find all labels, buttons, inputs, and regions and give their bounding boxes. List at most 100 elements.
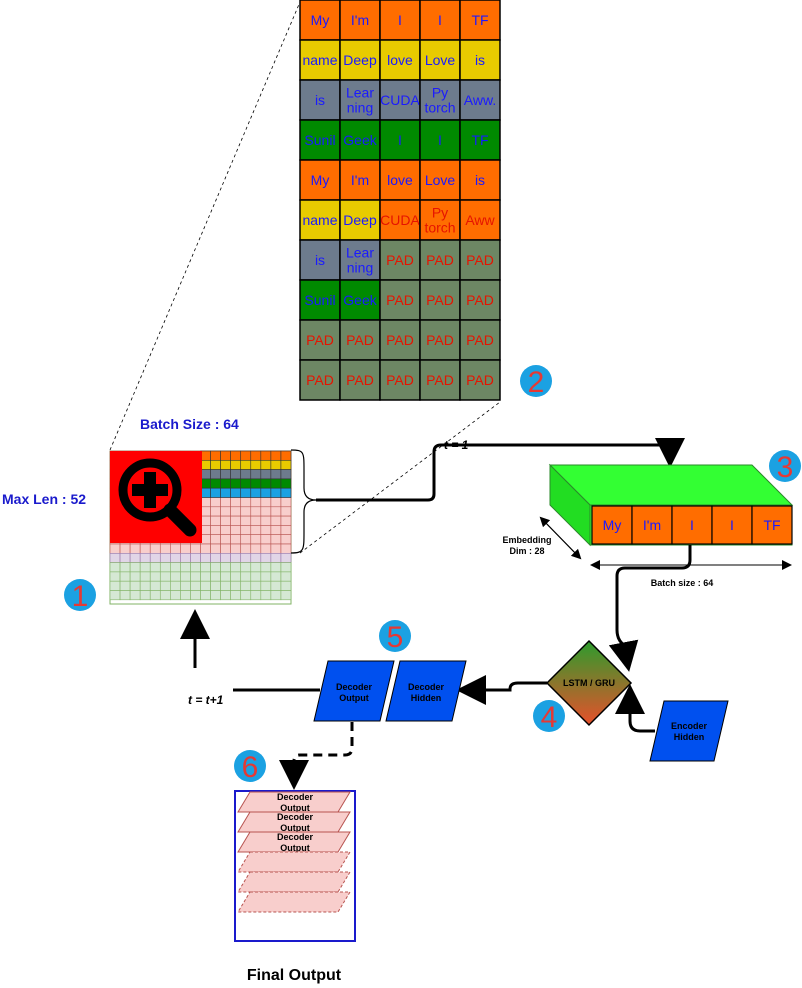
grid-cell-label: TF <box>471 132 488 148</box>
batch-cell <box>230 543 242 554</box>
grid-cell <box>339 39 381 81</box>
batch-stripe-cell <box>250 459 262 470</box>
batch-cell <box>240 552 252 563</box>
grid-cell-label: name <box>302 212 337 228</box>
batch-stripe-cell <box>240 459 252 470</box>
batch-stripe-cell <box>230 459 242 470</box>
batch-stripe-cell <box>280 478 292 489</box>
batch-cell <box>210 590 221 601</box>
embedding-dim-arrow-back <box>539 516 581 559</box>
grid-cell <box>459 319 501 361</box>
batch-cell <box>250 515 262 526</box>
batch-stripe-cell <box>280 469 292 480</box>
batch-cell <box>230 552 242 563</box>
step-badge-3: 3 <box>769 450 801 484</box>
embedding-token-cell <box>671 505 713 545</box>
grid-cell-label: Sunil <box>304 132 335 148</box>
batch-cell <box>250 552 262 563</box>
batch-cell <box>280 552 292 563</box>
grid-cell <box>419 359 461 401</box>
batch-brace <box>290 449 317 554</box>
batch-cell <box>230 534 242 545</box>
batch-cell <box>109 562 121 573</box>
grid-cell-label: PAD <box>426 292 454 308</box>
arrow-to-embedding <box>316 438 685 502</box>
batch-cell <box>260 525 272 536</box>
batch-cell <box>119 571 131 582</box>
batch-stripe-cell <box>200 478 211 489</box>
batch-cell <box>200 590 211 601</box>
grid-cell-label: PAD <box>386 332 414 348</box>
batch-cell <box>240 497 252 508</box>
batch-cell <box>149 543 161 554</box>
batch-cell <box>119 580 131 591</box>
lstm-gru-node: LSTM / GRU <box>545 639 633 727</box>
batch-cell <box>109 543 121 554</box>
t-next-label: t = t+1 <box>188 693 224 707</box>
zoom-in-icon <box>118 458 197 537</box>
grid-cell-label: Aww <box>465 212 495 228</box>
grid-cell-label: I <box>438 132 442 148</box>
batch-cell <box>180 562 191 573</box>
batch-cell <box>109 552 121 563</box>
batch-cell <box>139 571 151 582</box>
batch-cell <box>280 562 292 573</box>
batch-cell <box>260 506 272 517</box>
grid-cell-label: CUDA <box>380 212 420 228</box>
embedding-token-label: I <box>690 517 694 533</box>
batch-stripe-cell <box>260 450 272 461</box>
batch-cell <box>260 571 272 582</box>
batch-cell <box>119 552 131 563</box>
grid-cell-label: PAD <box>386 292 414 308</box>
batch-cell <box>220 506 231 517</box>
zoom-line-left <box>109 1 301 451</box>
batch-stripe-cell <box>250 450 262 461</box>
batch-cell <box>180 571 191 582</box>
batch-cell <box>210 525 221 536</box>
batch-cell <box>230 515 242 526</box>
max-len-label: Max Len : 52 <box>2 491 86 507</box>
batch-cell <box>240 534 252 545</box>
grid-cell <box>459 359 501 401</box>
batch-cell <box>220 580 231 591</box>
batch-cell <box>129 552 141 563</box>
batch-cell <box>119 562 131 573</box>
grid-cell <box>299 319 341 361</box>
batch-cell <box>210 497 221 508</box>
batch-cell <box>180 552 191 563</box>
batch-cell <box>129 571 141 582</box>
batch-cell <box>200 571 211 582</box>
batch-stripe-cell <box>250 478 262 489</box>
batch-cell <box>250 525 262 536</box>
batch-cell <box>240 580 252 591</box>
batch-cell <box>210 543 221 554</box>
batch-cell <box>159 562 171 573</box>
batch-cell <box>230 580 242 591</box>
batch-cell <box>210 562 221 573</box>
batch-cell <box>240 571 252 582</box>
final-output-item <box>237 851 351 873</box>
batch-stripe-cell <box>230 469 242 480</box>
grid-cell <box>459 279 501 321</box>
batch-stripe-cell <box>200 459 211 470</box>
grid-cell-label: CUDA <box>380 92 420 108</box>
grid-cell-label: PAD <box>386 372 414 388</box>
grid-cell <box>419 119 461 161</box>
batch-cell <box>190 571 201 582</box>
embedding-token-cell <box>711 505 753 545</box>
batch-stripe-cell <box>250 469 262 480</box>
batch-stripe-cell <box>220 478 231 489</box>
batch-cell <box>270 552 282 563</box>
batch-cell <box>129 580 141 591</box>
batch-stripe-cell <box>200 487 211 498</box>
batch-stripe-cell <box>260 487 272 498</box>
batch-size-small-label: Batch size : 64 <box>651 578 714 588</box>
grid-cell-label: PAD <box>466 292 494 308</box>
batch-cell <box>200 515 211 526</box>
batch-cell <box>250 590 262 601</box>
